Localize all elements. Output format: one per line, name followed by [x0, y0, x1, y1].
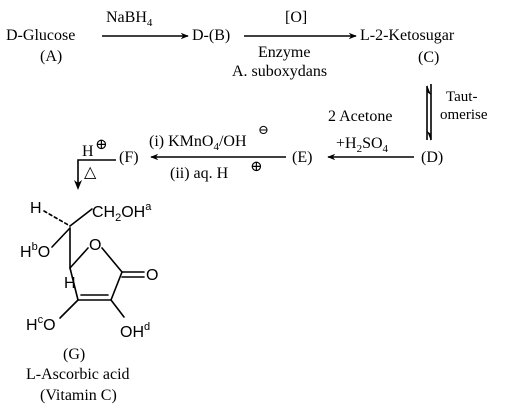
arrow-f-down-head — [74, 180, 82, 190]
hbo-label: HbO — [20, 241, 50, 261]
compound-e-label: (E) — [292, 149, 312, 166]
hashed-bond-h — [43, 210, 71, 227]
h-top-label: H — [30, 200, 42, 217]
ascorbic-acid-name: L-Ascorbic acid — [26, 366, 130, 383]
step-ii-label: (ii) aq. H — [170, 165, 229, 182]
equilibrium-head-up — [427, 85, 431, 95]
step-ii-plus: ⊕ — [250, 159, 263, 175]
hco-label: HcO — [26, 314, 56, 334]
compound-d-label: (D) — [421, 149, 443, 166]
hydroxide-charge: ⊖ — [258, 122, 269, 137]
bond-c2-o — [110, 299, 125, 318]
reagent-nabh4: NaBH4 — [106, 9, 153, 29]
equilibrium-head-down — [427, 131, 431, 141]
bond-c-o-hb — [51, 227, 71, 248]
ch2oh-label: CH2OHa — [92, 201, 152, 224]
ring-bond-c3-c4 — [69, 267, 79, 301]
glucose-label: D-Glucose — [6, 27, 75, 44]
ring-o-label: O — [89, 237, 101, 254]
bond-c3-o — [59, 299, 79, 319]
acid-catalyst-label: H — [82, 143, 94, 160]
acetone-label: 2 Acetone — [328, 108, 392, 125]
compound-f-label: (F) — [119, 149, 139, 166]
ketosugar-label: L-2-Ketosugar — [360, 27, 455, 44]
arrow-f-down — [77, 159, 116, 186]
compound-b-label: D-(B) — [192, 27, 230, 44]
acid-label: +H2SO4 — [336, 135, 389, 155]
carbonyl-o-label: O — [146, 267, 158, 284]
tautomerise-line1: Taut- — [446, 89, 477, 105]
vitamin-c-name: (Vitamin C) — [40, 387, 117, 404]
ketosugar-tag: (C) — [418, 49, 439, 66]
heat-symbol: △ — [84, 164, 97, 181]
step-i-label: (i) KMnO4/OH — [149, 133, 247, 153]
ring-h-label: H — [64, 275, 76, 292]
ring-bond-c1-c2 — [110, 271, 123, 301]
ring-bond-o-c1 — [101, 247, 123, 273]
tautomerise-line2: omerise — [440, 107, 488, 123]
ohd-label: OHd — [120, 321, 150, 341]
bond-to-ch2oh — [69, 208, 93, 227]
oxidant-label: [O] — [285, 9, 307, 26]
acid-catalyst-plus: ⊕ — [95, 137, 108, 153]
organism-label: A. suboxydans — [232, 63, 327, 80]
glucose-tag: (A) — [40, 48, 62, 65]
compound-g-tag: (G) — [63, 346, 85, 363]
ring-bond-c4-o — [69, 247, 89, 269]
enzyme-label: Enzyme — [258, 44, 310, 61]
